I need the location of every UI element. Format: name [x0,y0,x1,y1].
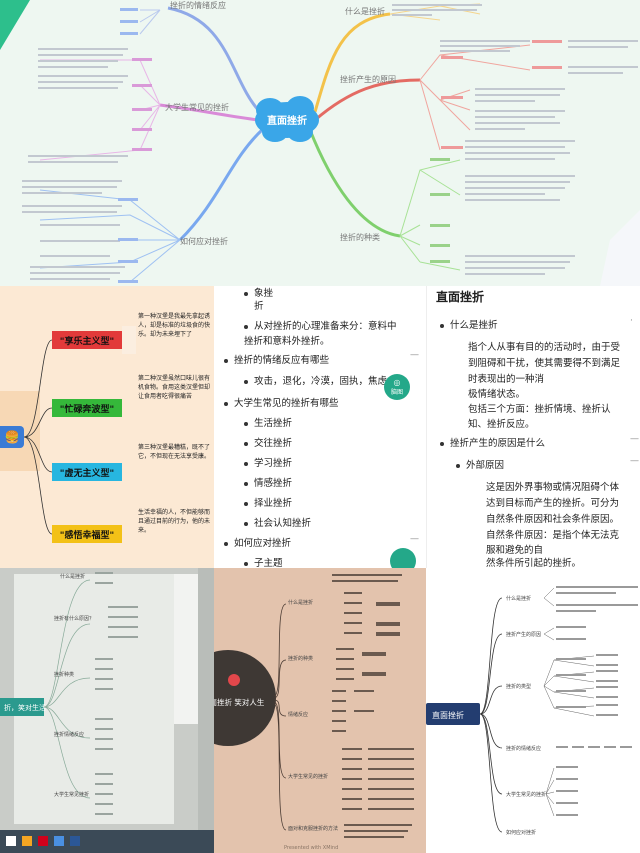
definition-line: 包括三个方面：挫折情境、挫折认 [468,404,611,415]
toolbar [174,574,198,724]
type-nihilism-desc: 第三种汉堡最糟糕，既不了它，不但现在无法享受康。 [138,444,211,460]
outline-heading-common: 大学生常见的挫折有哪些 [234,398,339,409]
collapse-toggle[interactable]: — [630,434,639,444]
branch-label-causes: 挫折产生的原因 [340,74,396,84]
definition-line: 知、挫折反应。 [468,419,535,430]
central-topic-label: 直面挫折 笑对人生 [214,697,265,707]
branch-label: 情绪反应 [288,711,308,718]
doc-title: 直面挫折 [436,290,485,304]
outline-item-subtopic: 子主题 [254,558,283,568]
mindmap-canvas: 直面挫折 什么是挫折 挫折产生的原因 挫折的种类 如何应对挫折 大学生常见的挫折… [0,0,640,286]
outline-item-zhe: 折 [254,301,264,312]
branch-label: 什么是挫折 [60,573,85,580]
branch-label: 挫折种类 [54,671,74,678]
taskbar [0,830,214,853]
brown-mindmap-panel: 直面挫折 笑对人生 什么是挫折 挫折的种类 情绪反应 大学生常见的挫折 面对和克… [214,568,426,853]
collapse-toggle[interactable]: — [410,350,419,360]
branch-label-emotion: 挫折的情绪反应 [170,0,226,10]
corner-decoration [0,0,30,50]
central-topic-box [426,703,480,725]
hamburger-types-panel: 🍔 "享乐主义型" "忙碌奔波型" "虚无主义型" "感悟幸福型" 第一种汉堡是… [0,286,214,568]
external-line: 这是因外界事物或情况阻碍个体 [486,482,620,493]
definition-line: 到阻碍和干扰，使其需要得不到满足 [468,358,621,369]
branch-label: 大学生常见的挫折 [506,791,546,798]
branch-label-what: 什么是挫折 [345,6,385,16]
outline-list-item: 生活挫折 [254,418,293,429]
branch-label: 面对和克服挫折的方法 [288,825,338,832]
branch-label: 挫折有什么原因？ [54,615,94,622]
outline-item-reactions: 攻击，退化，冷漠，固执，焦虑 [254,376,388,387]
mindmap-view-button-2[interactable] [390,548,416,568]
branch-label: 挫折的种类 [288,655,313,662]
outline-list-item: 择业挫折 [254,498,293,509]
branch-label: 挫折情绪反应 [54,731,84,738]
outline-list-item: 情感挫折 [254,478,293,489]
definition-line: 指个人从事有目的的活动时，由于受 [468,342,621,353]
outline-heading-emotion: 挫折的情绪反应有哪些 [234,355,330,366]
type-busy-desc: 第二种汉堡虽然口味儿很有机食物。食用这类汉堡但却让食用者吃得很痛苦 [138,375,211,400]
central-topic-circle [214,650,276,746]
footer-credit: Presented with XMind [284,845,338,851]
outline-q-what: 什么是挫折 [450,320,498,331]
external-line: 然条件所引起的挫折。 [486,558,582,568]
hamburger-icon: 🍔 [0,426,24,448]
mindmap-panel-colorful: 直面挫折 什么是挫折 挫折产生的原因 挫折的种类 如何应对挫折 大学生常见的挫折… [0,0,640,286]
outline-item-xiangcuo: 象挫 [254,288,274,299]
definition-line: 时表现出的一种消 [468,374,545,385]
outline-view-panel: 象挫 折 从对挫折的心理准备来分：意料中挫折和意料外挫折。 挫折的情绪反应有哪些… [214,286,640,568]
branch-label: 什么是挫折 [288,599,313,606]
branch-label: 挫折产生的原因 [506,631,541,638]
outline-list-item: 学习挫折 [254,458,293,469]
outline-heading-coping: 如何应对挫折 [234,538,292,549]
external-line: 自然条件原因：是指个体无法克 [486,530,620,541]
type-happiness[interactable]: "感悟幸福型" [52,525,122,543]
external-line: 达到目标而产生的挫折。可分为 [486,498,620,509]
central-topic-label: 直面挫折 [267,114,307,127]
branch-label-coping: 如何应对挫折 [180,236,228,246]
collapse-toggle[interactable]: · [630,316,633,326]
central-topic-label: 折，笑对生活 [4,703,46,712]
central-topic-label: 直面挫折 [432,710,464,720]
central-topic[interactable]: 直面挫折 [255,96,319,142]
collapse-toggle[interactable]: — [630,456,639,466]
outline-external-causes: 外部原因 [466,460,505,471]
mindmap-view-button[interactable]: ◎ 脑图 [384,374,410,400]
outline-list-item: 交往挫折 [254,438,293,449]
collapse-toggle[interactable]: — [410,534,419,544]
screen-photo-panel: 折，笑对生活 什么是挫折 挫折有什么原因？ 挫折种类 挫折情绪反应 大学生常见挫… [0,568,214,853]
branch-label: 什么是挫折 [506,595,531,602]
external-line: 自然条件原因和社会条件原因。 [486,514,620,525]
branch-label: 如何应对挫折 [506,829,536,836]
branch-label-common: 大学生常见的挫折 [165,102,229,112]
type-hedonism[interactable]: "享乐主义型" [52,331,122,349]
branch-label: 大学生常见的挫折 [288,773,328,780]
definition-line: 极情绪状态。 [468,389,526,400]
type-happiness-desc: 生活幸福的人，不但能够而且通过目前的行为，他的未来。 [138,509,211,534]
branch-label: 挫折的类型 [506,683,531,690]
type-nihilism[interactable]: "虚无主义型" [52,463,122,481]
type-hedonism-desc: 第一种汉堡是我最先拿起诱人，却是标准的垃圾食的快乐。却为未来埋下了 [138,313,211,338]
outline-q-causes: 挫折产生的原因是什么 [450,438,546,449]
mindmap-icon: ◎ [393,378,401,387]
external-line: 服和避免的自 [486,545,544,556]
strawberry-icon [228,674,240,686]
branch-label: 挫折的情绪反应 [506,745,541,752]
white-mindmap-panel: 直面挫折 什么是挫折 挫折产生的原因 挫折的类型 挫折的情绪反应 大学生常见的挫… [426,568,640,853]
type-busy[interactable]: "忙碌奔波型" [52,399,122,417]
branch-label-types: 挫折的种类 [340,232,380,242]
central-topic-teal [0,698,44,716]
outline-list-item: 社会认知挫折 [254,518,312,529]
branch-label: 大学生常见挫折 [54,791,89,798]
outline-item-psych-prep: 从对挫折的心理准备来分：意料中挫折和意料外挫折。 [244,321,397,347]
